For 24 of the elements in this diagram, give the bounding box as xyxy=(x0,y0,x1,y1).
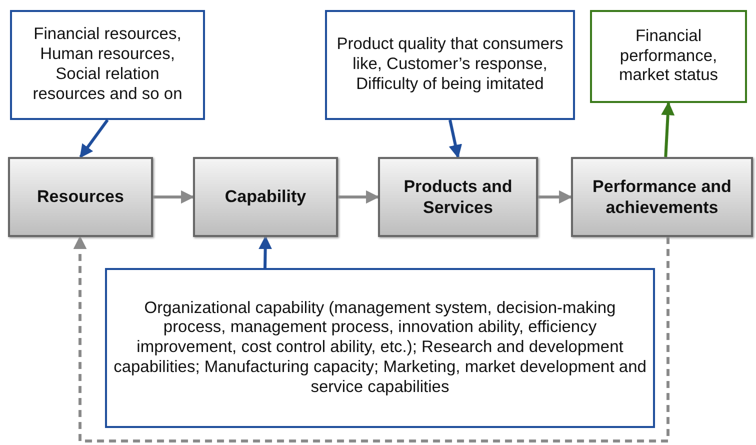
arrow xyxy=(338,190,380,204)
text-box xyxy=(590,10,747,103)
node-text: Organizational capability (management system, decision-making process, management process, innovation ability, efficiency improvement, cost control ability, etc.); Research and development capabilities; Manufacturing capacity; Marketing, market development and service capabilities xyxy=(113,298,647,398)
arrow xyxy=(661,102,675,158)
node-text: Performance and achievements xyxy=(592,176,732,218)
node-text: Resources xyxy=(37,186,124,208)
arrow xyxy=(538,190,572,204)
arrow xyxy=(79,119,109,158)
text-box xyxy=(10,10,205,120)
arrow xyxy=(153,190,194,204)
node-text: Financial performance, market status xyxy=(618,26,720,86)
node-text: Product quality that consumers like, Customer’s response, Difficulty of being imitated xyxy=(336,35,564,95)
node-text: Products and Services xyxy=(402,176,514,218)
arrow xyxy=(73,236,670,442)
arrow xyxy=(258,236,272,268)
process-box xyxy=(8,157,153,237)
process-box xyxy=(193,157,338,237)
node-text: Financial resources, Human resources, Social relation resources and so on xyxy=(32,25,184,105)
text-box xyxy=(325,10,575,120)
process-box xyxy=(378,157,538,237)
node-text: Capability xyxy=(224,186,306,208)
text-box xyxy=(105,268,655,428)
arrow xyxy=(448,120,462,158)
process-box xyxy=(571,157,753,237)
